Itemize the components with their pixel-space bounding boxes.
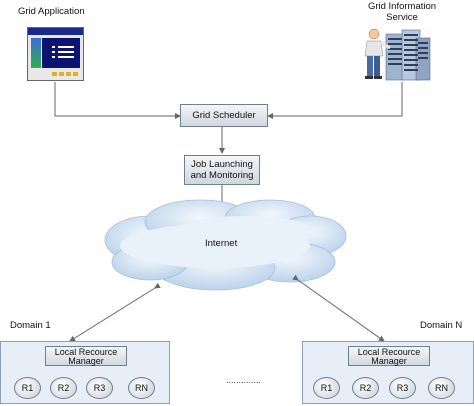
- grid-information-service-label: Grid Information Service: [362, 1, 442, 23]
- domain-1-label: Domain 1: [10, 320, 51, 331]
- domains-ellipsis: ..............: [226, 375, 262, 385]
- server-with-person-icon: [358, 24, 434, 84]
- info-to-scheduler-line: [267, 82, 403, 119]
- local-resource-manager-1: Local Recource Manager: [45, 346, 127, 366]
- info-service-label-line1: Grid Information: [367, 1, 437, 12]
- job-launching-label-line2: and Monitoring: [190, 170, 254, 181]
- resource-rn-domain1: RN: [128, 377, 155, 399]
- grid-scheduler-label: Grid Scheduler: [192, 110, 256, 121]
- resource-r2-domainN: R2: [352, 377, 379, 399]
- job-launching-label-line1: Job Launching: [191, 159, 253, 170]
- app-to-scheduler-line: [54, 82, 181, 119]
- grid-scheduler-box: Grid Scheduler: [180, 104, 268, 127]
- lrm1-label-line2: Manager: [68, 356, 104, 366]
- domain-1-container: Local Recource Manager R1 R2 R3 RN: [0, 341, 170, 404]
- job-launching-box: Job Launching and Monitoring: [184, 155, 260, 185]
- resource-r3-domain1: R3: [86, 377, 113, 399]
- local-resource-manager-n: Local Recource Manager: [348, 346, 430, 366]
- lrmn-label-line2: Manager: [371, 356, 407, 366]
- info-service-label-line2: Service: [386, 12, 418, 23]
- resource-r1-domainN: R1: [313, 377, 340, 399]
- lrm1-label-line1: Local Recource: [54, 347, 118, 357]
- domain-n-label: Domain N: [420, 320, 463, 331]
- resource-r1-domain1: R1: [14, 377, 41, 399]
- resource-rn-domainN: RN: [428, 377, 455, 399]
- lrmn-label-line1: Local Recource: [357, 347, 421, 357]
- domain-n-container: Local Recource Manager R1 R2 R3 RN: [302, 341, 474, 404]
- resource-r2-domain1: R2: [50, 377, 77, 399]
- resource-r3-domainN: R3: [389, 377, 416, 399]
- application-window-icon: [27, 27, 84, 81]
- internet-to-domainN-line: [292, 274, 385, 342]
- internet-label: Internet: [205, 238, 238, 249]
- grid-application-label: Grid Application: [18, 6, 85, 17]
- internet-to-domain1-line: [69, 282, 161, 342]
